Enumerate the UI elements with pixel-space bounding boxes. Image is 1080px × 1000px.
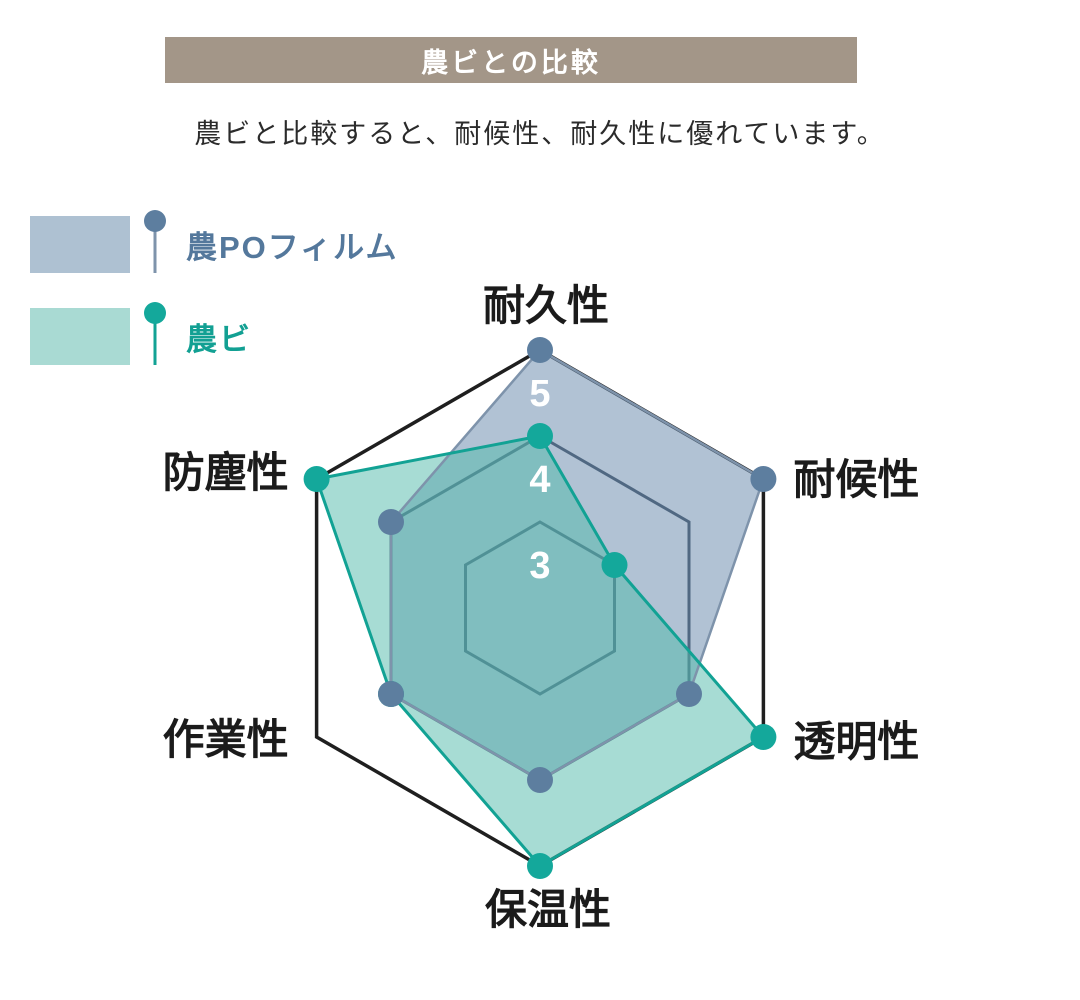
legend-label-no-bi: 農ビ bbox=[186, 321, 252, 357]
series-1-marker-0 bbox=[527, 423, 553, 449]
legend-item-no-po-film: 農POフィルム bbox=[30, 208, 399, 280]
series-1-marker-1 bbox=[601, 552, 628, 578]
legend-fill-sample bbox=[30, 308, 130, 365]
series-1-marker-5 bbox=[303, 466, 330, 492]
series-1-marker-3 bbox=[527, 853, 553, 879]
series-0-marker-5 bbox=[378, 509, 404, 535]
legend-marker-dot bbox=[144, 302, 166, 324]
legend-swatch-no-po-film bbox=[30, 210, 166, 273]
axis-label-5: 防塵性 bbox=[163, 449, 289, 496]
axis-label-3: 保温性 bbox=[485, 886, 611, 933]
series-0-marker-2 bbox=[676, 681, 702, 707]
series-0-marker-4 bbox=[378, 681, 404, 707]
series-0-marker-0 bbox=[527, 337, 553, 363]
legend-item-no-bi: 農ビ bbox=[30, 300, 399, 372]
section-title-banner: 農ビとの比較 bbox=[165, 37, 857, 83]
axis-label-4: 作業性 bbox=[163, 716, 289, 763]
ring-label-3: 3 bbox=[529, 545, 550, 587]
series-1-marker-2 bbox=[750, 724, 777, 750]
legend-fill-sample bbox=[30, 216, 130, 273]
section-title: 農ビとの比較 bbox=[421, 47, 601, 78]
legend-marker-dot bbox=[144, 210, 166, 232]
axis-label-1: 耐候性 bbox=[793, 456, 919, 503]
series-0-marker-1 bbox=[750, 466, 777, 492]
series-area-1 bbox=[316, 436, 764, 866]
axis-label-2: 透明性 bbox=[793, 718, 919, 765]
subtitle: 農ビと比較すると、耐候性、耐久性に優れています。 bbox=[194, 119, 886, 149]
ring-label-5: 5 bbox=[529, 373, 550, 415]
legend-swatch-no-bi bbox=[30, 302, 166, 365]
ring-label-4: 4 bbox=[529, 459, 550, 501]
legend-label-no-po-film: 農POフィルム bbox=[186, 229, 399, 265]
axis-label-0: 耐久性 bbox=[483, 282, 609, 329]
legend: 農POフィルム 農ビ bbox=[30, 208, 399, 372]
series-0-marker-3 bbox=[527, 767, 553, 793]
